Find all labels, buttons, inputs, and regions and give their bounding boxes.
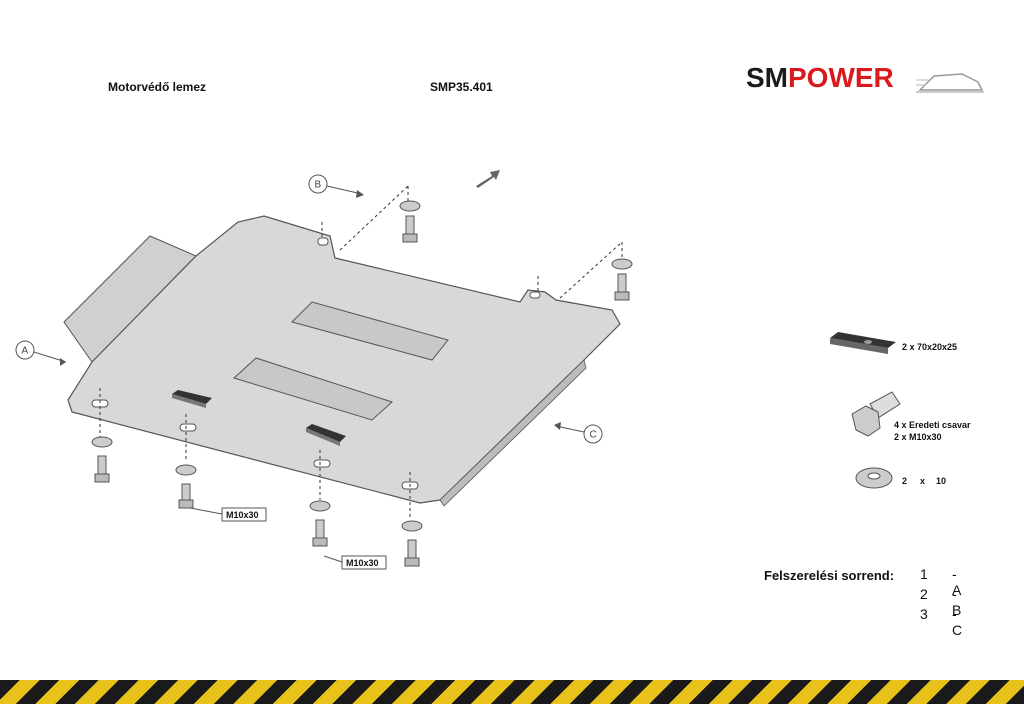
order-step-2-letter: - B bbox=[952, 586, 962, 618]
plate-rib-lower bbox=[233, 357, 393, 421]
fasteners bbox=[91, 200, 633, 567]
washer-bolt-4 bbox=[401, 520, 423, 567]
callout-b: B bbox=[308, 174, 364, 198]
part-screw-icon: 4 x Eredeti csavar 2 x M10x30 bbox=[851, 391, 971, 442]
order-label: Felszerelési sorrend: bbox=[764, 568, 895, 583]
skid-plate-body bbox=[67, 215, 621, 504]
hazard-stripe-footer bbox=[0, 680, 1024, 704]
order-step-1-num: 1 bbox=[920, 566, 928, 582]
washer-size: 10 bbox=[936, 476, 946, 486]
order-step-2-num: 2 bbox=[920, 586, 928, 602]
mounting-slots bbox=[91, 237, 541, 490]
washer-x: x bbox=[920, 476, 925, 486]
plate-spec: 2 x 70x20x25 bbox=[902, 342, 957, 352]
assembly-guide-lines bbox=[99, 185, 623, 520]
bolt-label-1: M10x30 bbox=[189, 507, 267, 522]
washer-bolt-2 bbox=[175, 464, 197, 509]
callout-c: C bbox=[554, 422, 603, 444]
part-code: SMP35.401 bbox=[430, 80, 493, 94]
part-plate: 2 x 70x20x25 bbox=[830, 332, 957, 354]
washer-bolt-6 bbox=[611, 258, 633, 301]
part-washer-icon: 2 x 10 bbox=[855, 467, 946, 489]
screw-spec-2: 2 x M10x30 bbox=[894, 432, 942, 442]
svg-text:C: C bbox=[590, 430, 597, 441]
svg-text:M10x30: M10x30 bbox=[226, 510, 259, 520]
svg-text:M10x30: M10x30 bbox=[346, 558, 379, 568]
direction-arrow-icon bbox=[476, 170, 500, 188]
washer-qty: 2 bbox=[902, 476, 907, 486]
washer-bolt-3 bbox=[309, 500, 331, 547]
screw-spec-1: 4 x Eredeti csavar bbox=[894, 420, 971, 430]
order-step-3-letter: - C bbox=[952, 606, 963, 638]
order-step-3-num: 3 bbox=[920, 606, 928, 622]
plate-rib-upper bbox=[291, 301, 449, 361]
order-step-1-letter: - A bbox=[952, 566, 962, 598]
washer-bolt-5 bbox=[399, 200, 421, 243]
logo-part-power: POWER bbox=[788, 62, 894, 93]
callout-a: A bbox=[15, 340, 67, 366]
bolt-label-2: M10x30 bbox=[323, 555, 387, 570]
brand-logo: SMPOWER bbox=[746, 62, 986, 102]
svg-text:A: A bbox=[22, 346, 29, 357]
car-silhouette-icon bbox=[916, 73, 984, 93]
plate-brackets bbox=[172, 390, 346, 446]
skid-plate-edge bbox=[439, 359, 587, 507]
washer-bolt-1 bbox=[91, 436, 113, 483]
svg-text:B: B bbox=[315, 180, 322, 191]
page-title: Motorvédő lemez bbox=[108, 80, 207, 94]
logo-part-sm: SM bbox=[746, 62, 788, 93]
